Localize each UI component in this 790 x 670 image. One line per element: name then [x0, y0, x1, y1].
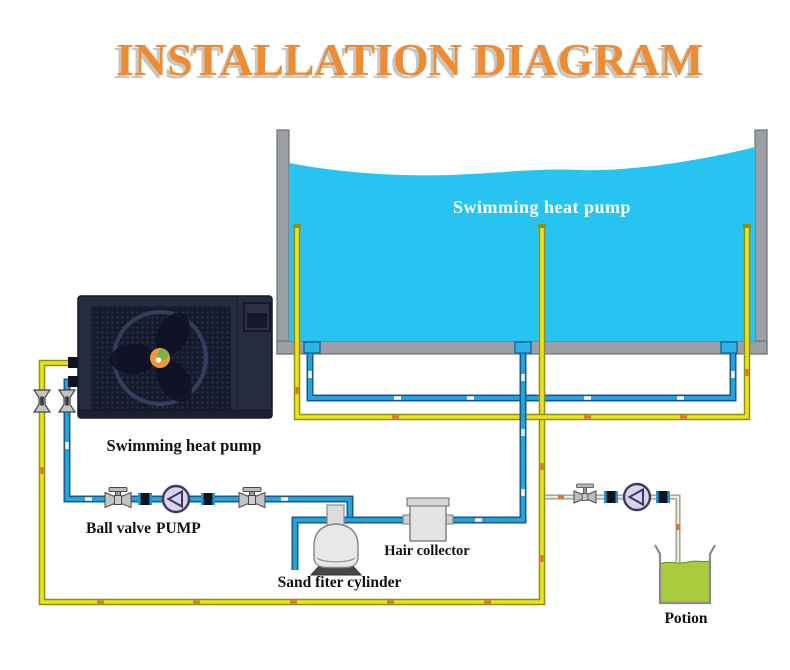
heat-pump-inlet-stub: [68, 376, 80, 387]
heat-pump-outlet-stub: [68, 357, 80, 368]
potion-liquid: [659, 560, 711, 603]
yellow-return-circuit: [38, 227, 546, 606]
page-title: INSTALLATION DIAGRAM: [116, 34, 704, 85]
hair-collector-body: [409, 504, 447, 542]
ball-valve-2: [238, 487, 266, 508]
hair-collector-label: Hair collector: [384, 543, 470, 559]
pool-drain-middle: [514, 341, 532, 354]
pump-label: PUMP: [156, 520, 201, 537]
pipe-union-1: [138, 493, 152, 505]
heat-pump-label: Swimming heat pump: [106, 436, 262, 455]
union-valve-blue: [58, 389, 76, 413]
potion-container: [654, 544, 716, 605]
return-jet-caps: [293, 224, 751, 228]
ball-valve-label: Ball valve: [86, 520, 152, 537]
pool-water: [289, 147, 755, 341]
sand-filter-body: [313, 523, 359, 569]
dosing-union-1: [604, 491, 618, 503]
hair-collector-tank: [402, 497, 454, 542]
pool-drain-left: [303, 341, 321, 354]
sand-filter-tank: [309, 504, 363, 576]
dosing-valve: [573, 483, 597, 504]
pool-left-post: [276, 129, 290, 355]
ball-valve-1: [104, 487, 132, 508]
sand-filter-neck: [326, 504, 345, 527]
dosing-union-2: [656, 491, 670, 503]
brand-logo-icon: [150, 348, 170, 368]
fan-blades-icon: [110, 312, 192, 402]
blue-suction-circuit: [63, 354, 527, 524]
circulation-pump: [161, 484, 191, 514]
pool-drains: [303, 341, 738, 354]
pipe-union-2: [201, 493, 215, 505]
heat-pump-unit: [68, 295, 273, 419]
potion-label: Potion: [664, 610, 708, 627]
pool-right-post: [754, 129, 768, 355]
pool-label: Swimming heat pump: [452, 197, 632, 217]
potion-walls: [654, 544, 716, 605]
flow-ticks: [40, 369, 749, 604]
heat-pump-base-strip: [78, 409, 272, 418]
union-valve-yellow: [33, 389, 51, 413]
hair-collector-lid: [406, 497, 450, 507]
dosing-pump: [622, 482, 652, 512]
sand-filter-label: Sand fiter cylinder: [277, 574, 402, 591]
control-box: [243, 302, 271, 332]
pool-drain-right: [720, 341, 738, 354]
